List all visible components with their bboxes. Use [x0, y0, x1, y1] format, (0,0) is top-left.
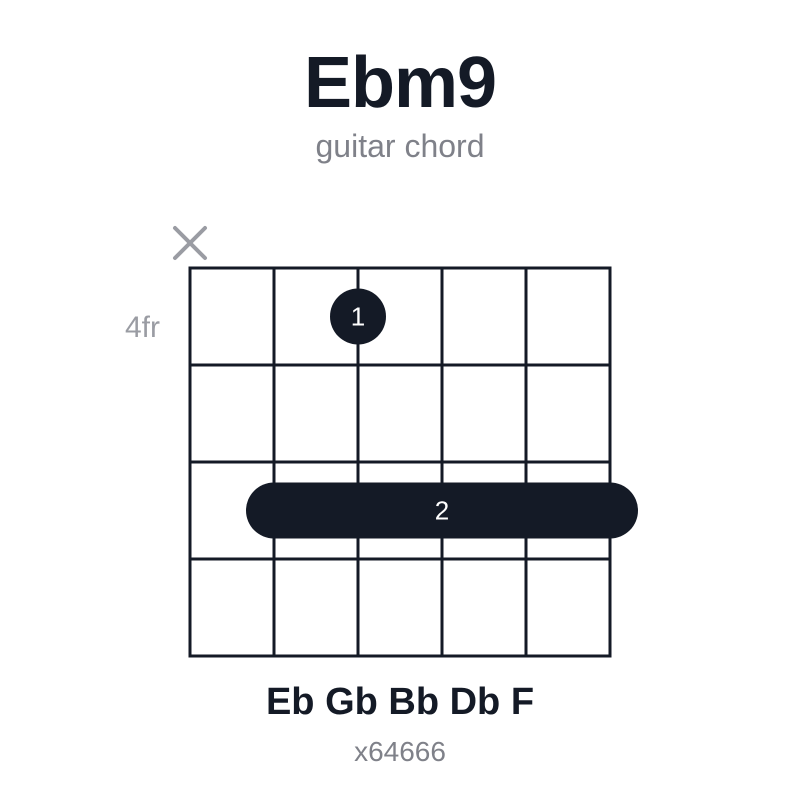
fretboard-grid: [188, 266, 612, 658]
barre-finger-label: 2: [435, 496, 449, 526]
chord-shape: x64666: [354, 736, 446, 767]
finger-positions: 21: [246, 288, 638, 539]
string-markers: [173, 226, 207, 260]
finger-dot-1: 1: [330, 288, 386, 345]
muted-string-x-icon: [173, 226, 207, 260]
chord-subtitle: guitar chord: [315, 128, 485, 164]
chord-notes: Eb Gb Bb Db F: [265, 681, 535, 723]
finger-label: 1: [351, 302, 365, 332]
base-fret-label: 4fr: [125, 311, 160, 344]
chord-name: Ebm9: [303, 43, 497, 123]
barre-1: 2: [246, 482, 638, 539]
